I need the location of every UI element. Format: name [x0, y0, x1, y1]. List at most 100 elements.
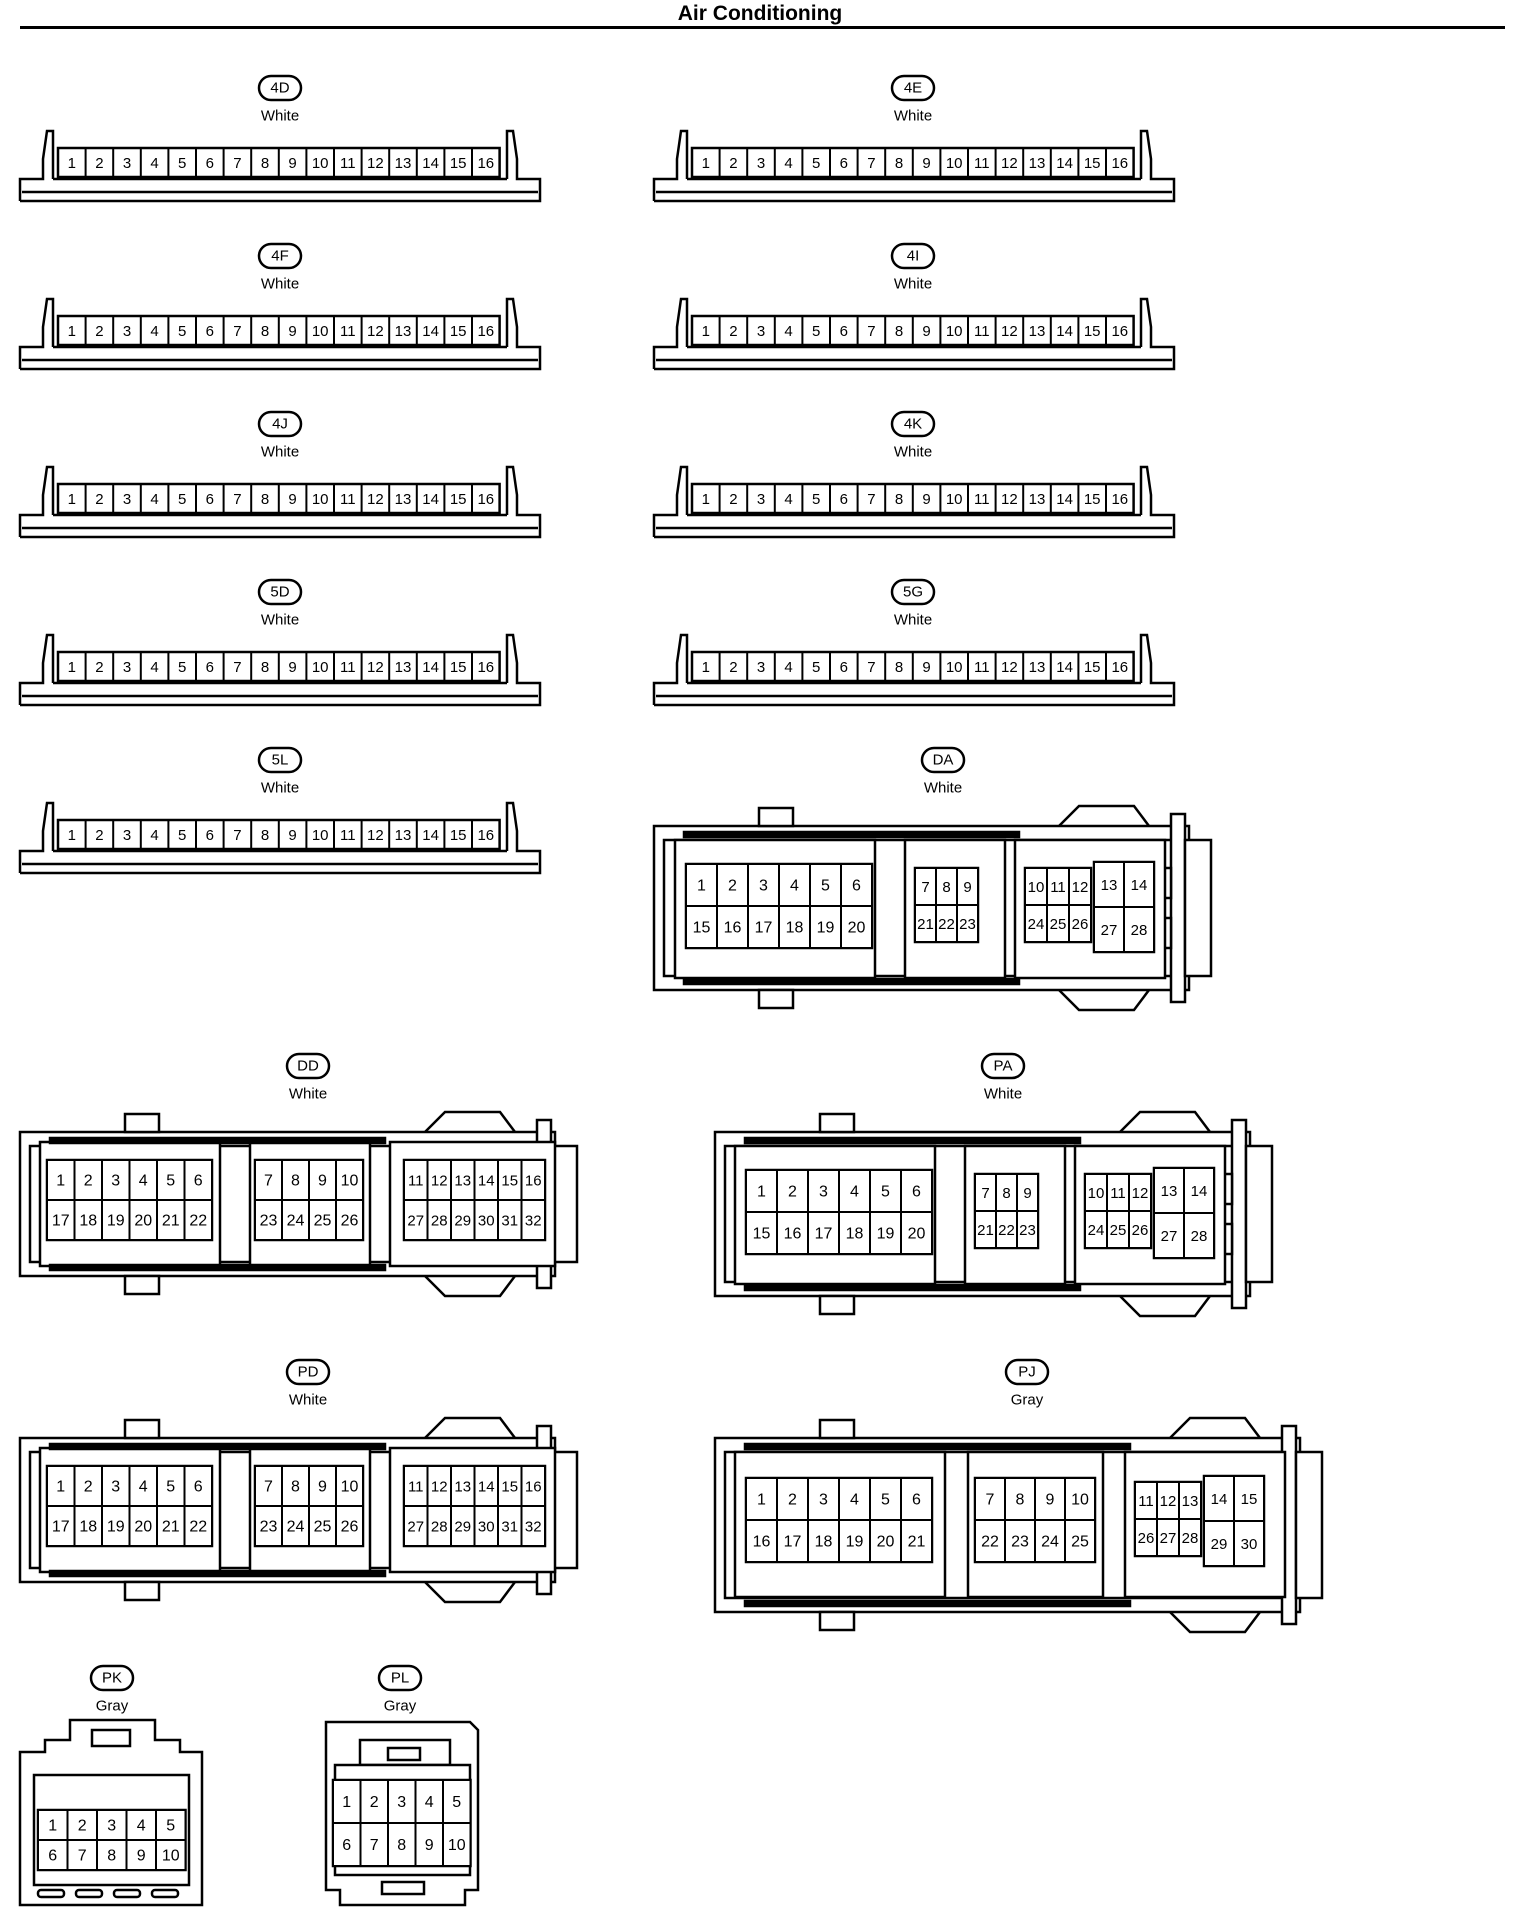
pin-cell: [1093, 861, 1125, 908]
pin-2: 2: [729, 659, 737, 676]
pin-13: 13: [1029, 323, 1046, 340]
pin-cell: [128, 1199, 158, 1241]
pin-12: 12: [367, 659, 384, 676]
pin-14: 14: [1191, 1183, 1208, 1200]
pin-22: 22: [189, 1519, 207, 1536]
pin-13: 13: [454, 1479, 471, 1496]
pin-5: 5: [812, 491, 820, 508]
pin-11: 11: [408, 1173, 424, 1190]
pin-14: 14: [1211, 1491, 1228, 1508]
pin-6: 6: [342, 1837, 351, 1854]
pin-2: 2: [370, 1794, 379, 1811]
housing-left: [652, 129, 689, 201]
pin-10: 10: [1088, 1185, 1105, 1202]
pin-23: 23: [260, 1519, 278, 1536]
pin-2: 2: [95, 827, 103, 844]
pin-1: 1: [697, 878, 706, 895]
pin-8: 8: [261, 659, 269, 676]
pin-16: 16: [525, 1479, 542, 1496]
pin-cell: [308, 1199, 337, 1241]
pin-14: 14: [422, 323, 439, 340]
pin-cell: [778, 863, 811, 907]
pin-2: 2: [84, 1173, 93, 1190]
pin-7: 7: [867, 155, 875, 172]
connector-id: DA: [933, 752, 954, 769]
pin-cell: [359, 1779, 389, 1824]
connector-id-badge: [377, 1664, 423, 1692]
pin-8: 8: [942, 879, 950, 896]
pin-16: 16: [477, 827, 494, 844]
housing-tab: [818, 1112, 856, 1134]
pin-cell: [1068, 904, 1092, 943]
pin-7: 7: [78, 1848, 87, 1865]
pin-cell: [1128, 1210, 1152, 1249]
rail: [743, 1283, 1082, 1292]
housing-tab: [818, 1294, 856, 1316]
pin-cell: [840, 905, 873, 949]
pin-3: 3: [759, 878, 768, 895]
pin-cell: [66, 1839, 98, 1871]
housing-tab: [818, 1610, 856, 1632]
pin-3: 3: [107, 1818, 116, 1835]
pin-1: 1: [56, 1479, 65, 1496]
pin-1: 1: [342, 1794, 351, 1811]
pin-7: 7: [370, 1837, 379, 1854]
pin-8: 8: [291, 1173, 300, 1190]
pin-3: 3: [757, 155, 765, 172]
pin-cell: [73, 1505, 103, 1547]
pin-20: 20: [134, 1213, 152, 1230]
pin-14: 14: [1056, 659, 1073, 676]
pin-cell: [183, 1465, 213, 1507]
pin-24: 24: [287, 1519, 305, 1536]
pin-1: 1: [757, 1492, 766, 1509]
pin-4: 4: [850, 1184, 859, 1201]
pin-3: 3: [819, 1184, 828, 1201]
pin-1: 1: [702, 491, 710, 508]
pin-11: 11: [974, 659, 990, 676]
pin-cell: [840, 863, 873, 907]
pin-cell: [900, 1477, 933, 1521]
drain-slot: [380, 1880, 426, 1896]
pin-cell: [1004, 1519, 1036, 1563]
pin-26: 26: [1072, 916, 1089, 933]
pin-cell: [1123, 861, 1155, 908]
pin-cell: [308, 1505, 337, 1547]
pin-cell: [1203, 1475, 1235, 1522]
pin-10: 10: [946, 323, 963, 340]
connector-id-badge: [890, 578, 936, 606]
housing-tab: [123, 1274, 161, 1296]
pin-9: 9: [1023, 1185, 1031, 1202]
drain-slot: [150, 1888, 180, 1899]
pin-2: 2: [95, 659, 103, 676]
pin-21: 21: [162, 1213, 180, 1230]
pin-16: 16: [1111, 491, 1128, 508]
pin-30: 30: [478, 1213, 495, 1230]
pin-cell: [155, 1809, 187, 1841]
pin-26: 26: [1132, 1222, 1149, 1239]
pin-28: 28: [431, 1213, 448, 1230]
rail: [743, 1599, 1132, 1608]
housing-right: [20, 465, 542, 539]
connector-id-badge: [980, 1052, 1026, 1080]
pin-9: 9: [922, 491, 930, 508]
pin-7: 7: [233, 659, 241, 676]
pin-cell: [869, 1211, 902, 1255]
pin-10: 10: [1071, 1492, 1089, 1509]
pin-5: 5: [178, 155, 186, 172]
pin-cell: [335, 1505, 364, 1547]
lock-tab: [386, 1746, 422, 1762]
pin-cell: [442, 1822, 472, 1867]
pin-5: 5: [821, 878, 830, 895]
pin-cell: [1123, 906, 1155, 953]
pin-11: 11: [340, 155, 356, 172]
pin-cell: [101, 1465, 131, 1507]
pin-3: 3: [123, 659, 131, 676]
pin-29: 29: [454, 1213, 471, 1230]
pin-cell: [1203, 1520, 1235, 1567]
pin-2: 2: [95, 491, 103, 508]
connector-id-badge: [257, 410, 303, 438]
